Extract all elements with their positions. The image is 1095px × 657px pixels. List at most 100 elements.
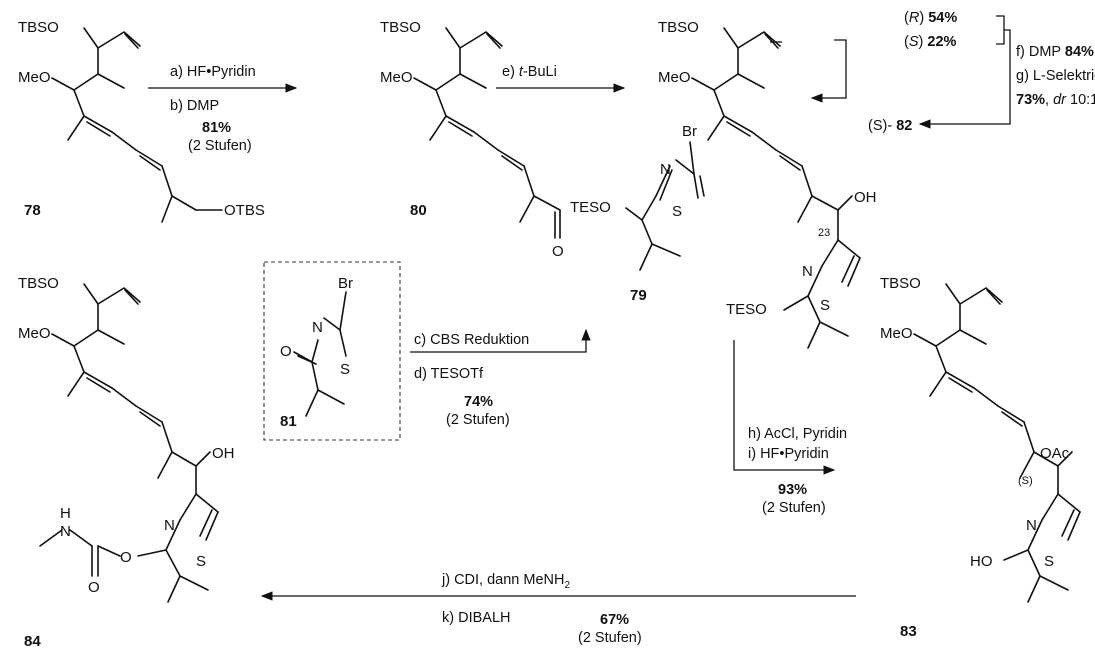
arrow-to-82 [810,39,847,103]
intermediate-c23-label: 23 [818,227,830,239]
step-r-close: ) [919,10,928,26]
compound-83-stereo-s: (S) [1018,475,1033,487]
step-g-yield: 73% [1016,92,1045,108]
compound-84-carbonyl-o: O [88,579,100,596]
compound-83-tbso: TBSO [880,275,921,292]
compound-84-nh-h: H [60,505,71,522]
step-e: e) t-BuLi [502,64,557,80]
compound-80-skeleton [413,27,561,239]
step-hi-yield: 93% [778,482,807,498]
arrow-81-to-79 [410,328,591,353]
intermediate-oh: OH [854,189,877,206]
compound-78-tbso: TBSO [18,19,59,36]
compound-84-n: N [164,517,175,534]
compound-78-skeleton [51,27,223,223]
step-s-letter: S [909,34,919,50]
step-ab-stages: (2 Stufen) [188,138,252,154]
compound-83-label: 83 [900,623,917,640]
compound-79-br: Br [682,123,697,140]
compound-81-s: S [340,361,350,378]
intermediate-alcohol: TBSO MeO OH 23 N S TESO [658,19,877,349]
product-82-label: 82 [896,118,912,134]
step-cd-yield: 74% [464,394,493,410]
step-g-dr-value: 10:1 [1066,92,1095,108]
intermediate-s: S [820,297,830,314]
compound-79-n: N [660,161,671,178]
compound-80-label: 80 [410,202,427,219]
compound-81-skeleton [293,291,347,417]
compound-81-br: Br [338,275,353,292]
compound-84-label: 84 [24,633,41,650]
compound-80-tbso: TBSO [380,19,421,36]
step-r-open: ( [904,10,909,26]
compound-81-o: O [280,343,292,360]
compound-78-otbs: OTBS [224,202,265,219]
step-d: d) TESOTf [414,366,484,382]
compound-81: Br N S O 81 [263,261,401,441]
compound-84-meo: MeO [18,325,51,342]
compound-84-tbso: TBSO [18,275,59,292]
compound-81-box [263,261,401,441]
step-j-text: j) CDI, dann MeNH [441,572,564,588]
step-cd-stages: (2 Stufen) [446,412,510,428]
step-g: g) L-Selektrid [1016,68,1095,84]
step-g-sep: , [1045,92,1053,108]
intermediate-teso: TESO [726,301,767,318]
arrow-rs-to-82 [918,29,1011,129]
compound-83-s: S [1044,553,1054,570]
step-s-value: 22% [927,34,956,50]
compound-83-ho: HO [970,553,993,570]
compound-79-teso: TESO [570,199,611,216]
step-b: b) DMP [170,98,219,114]
compound-84: TBSO MeO OH N S O O N H 84 [18,275,235,650]
compound-84-oh: OH [212,445,235,462]
step-g-dr: dr [1053,92,1067,108]
compound-79: Br N S TESO 79 [570,123,705,304]
step-r-value: 54% [928,10,957,26]
step-jk-yield: 67% [600,612,629,628]
compound-79-label: 79 [630,287,647,304]
compound-81-n: N [312,319,323,336]
step-e-reagent: t [519,64,524,80]
step-e-rest: -BuLi [523,64,557,80]
step-f-text: f) DMP [1016,44,1065,60]
intermediate-skeleton [691,27,861,349]
product-82: (S)- 82 [868,118,912,134]
compound-83-oac: OAc [1040,445,1070,462]
step-r-yield: (R) 54% [904,10,957,26]
step-g-result: 73%, dr 10:1 [1016,92,1095,108]
step-i: i) HF•Pyridin [748,446,829,462]
intermediate-n: N [802,263,813,280]
compound-84-nh-n: N [60,523,71,540]
step-a: a) HF•Pyridin [170,64,256,80]
product-82-prefix: (S)- [868,118,896,134]
compound-84-ester-o: O [120,549,132,566]
compound-83: TBSO MeO OAc (S) N S HO 83 [880,275,1081,640]
step-jk-stages: (2 Stufen) [578,630,642,646]
step-e-prefix: e) [502,64,519,80]
compound-84-s: S [196,553,206,570]
compound-83-meo: MeO [880,325,913,342]
compound-83-skeleton [913,283,1081,603]
compound-80-aldehyde-o: O [552,243,564,260]
intermediate-tbso: TBSO [658,19,699,36]
compound-79-s: S [672,203,682,220]
step-s-open: ( [904,34,909,50]
step-f: f) DMP 84% [1016,44,1094,60]
step-ab-yield: 81% [202,120,231,136]
arrow-intermediate-to-83 [733,340,836,475]
intermediate-meo: MeO [658,69,691,86]
step-rs-bracket [996,15,1005,45]
step-k: k) DIBALH [442,610,511,626]
compound-84-skeleton [39,283,219,603]
compound-78-label: 78 [24,202,41,219]
step-c: c) CBS Reduktion [414,332,529,348]
compound-80: TBSO MeO O 80 [380,19,564,260]
step-f-yield: 84% [1065,44,1094,60]
compound-80-meo: MeO [380,69,413,86]
step-j: j) CDI, dann MeNH2 [441,572,570,591]
compound-78: TBSO MeO OTBS 78 [18,19,265,223]
compound-79-skeleton [625,141,705,271]
step-r-letter: R [909,10,920,26]
